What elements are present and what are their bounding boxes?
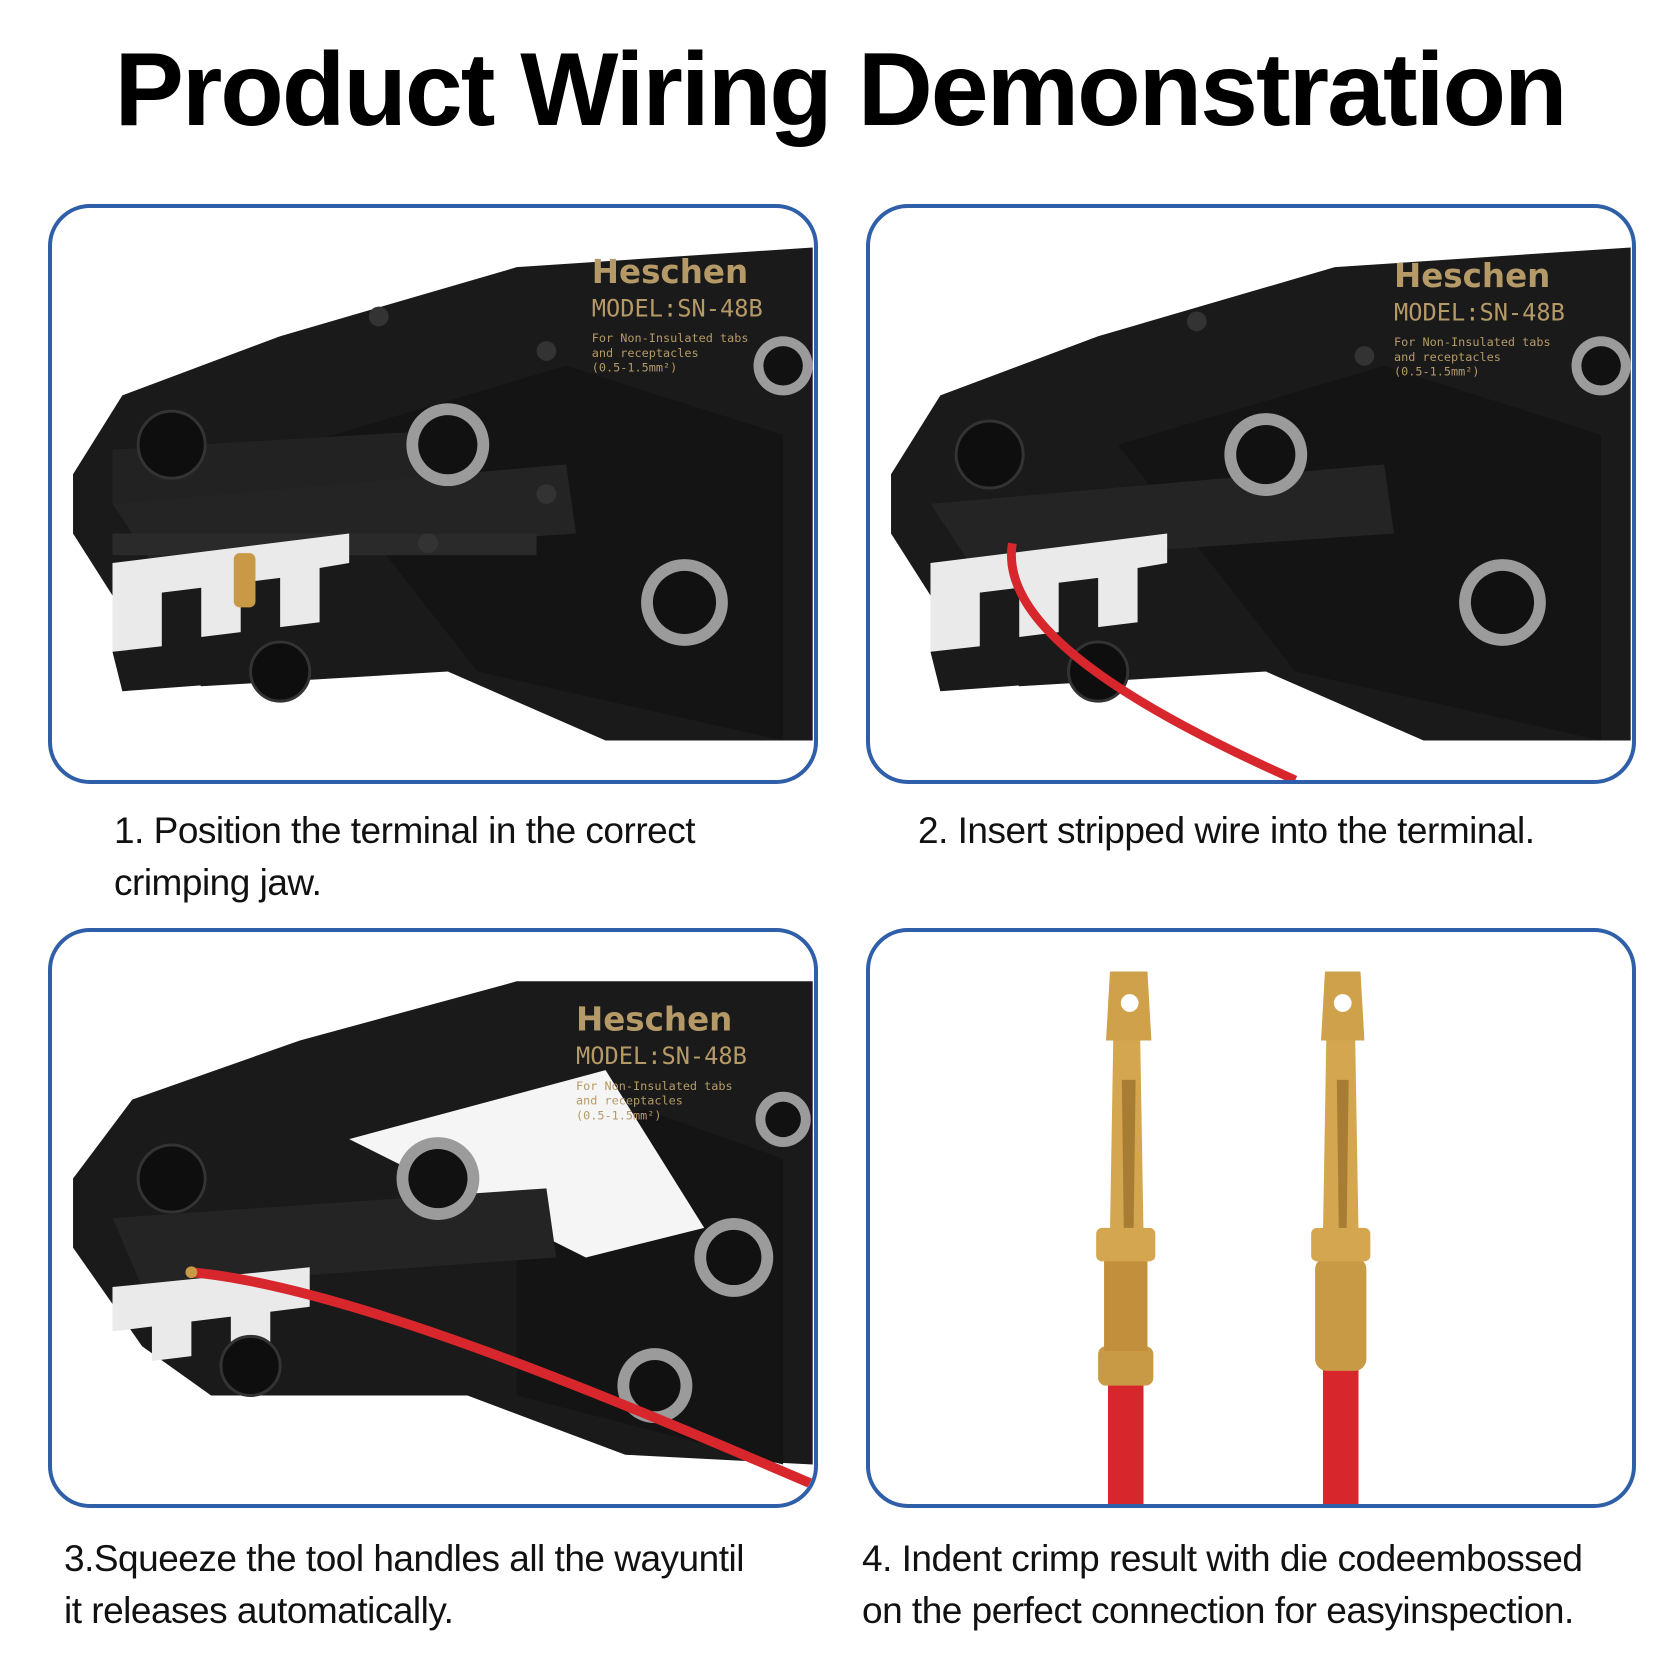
svg-text:For Non-Insulated tabs: For Non-Insulated tabs — [592, 331, 749, 345]
svg-text:(0.5-1.5mm²): (0.5-1.5mm²) — [576, 1108, 661, 1122]
svg-text:and receptacles: and receptacles — [1394, 350, 1501, 364]
svg-text:For Non-Insulated tabs: For Non-Insulated tabs — [1394, 335, 1551, 349]
model-engraving: MODEL:SN-48B — [592, 294, 763, 322]
brand-engraving: Heschen — [1394, 257, 1550, 295]
model-engraving: MODEL:SN-48B — [1394, 298, 1565, 326]
step-4-caption: 4. Indent crimp result with die codeembo… — [862, 1538, 1583, 1631]
crimper-jaw-with-wire-illustration: Heschen MODEL:SN-48B For Non-Insulated t… — [891, 247, 1631, 780]
svg-text:For Non-Insulated tabs: For Non-Insulated tabs — [576, 1079, 733, 1093]
crimper-jaw-with-terminal-illustration: Heschen MODEL:SN-48B For Non-Insulated t… — [73, 247, 813, 741]
crimped-terminals-illustration — [1096, 971, 1371, 1504]
step-4-photo — [866, 928, 1636, 1508]
brand-engraving: Heschen — [592, 253, 748, 291]
crimper-squeezing-wire-illustration: Heschen MODEL:SN-48B For Non-Insulated t… — [73, 981, 814, 1489]
brand-engraving: Heschen — [576, 1001, 732, 1039]
step-3-photo: Heschen MODEL:SN-48B For Non-Insulated t… — [48, 928, 818, 1508]
svg-text:and receptacles: and receptacles — [592, 346, 699, 360]
page-title: Product Wiring Demonstration — [114, 32, 1567, 148]
step-2-caption: 2. Insert stripped wire into the termina… — [918, 810, 1535, 851]
svg-text:and receptacles: and receptacles — [576, 1094, 683, 1108]
step-1-caption: 1. Position the terminal in the correct … — [114, 810, 696, 903]
model-engraving: MODEL:SN-48B — [576, 1042, 747, 1070]
step-2-photo: Heschen MODEL:SN-48B For Non-Insulated t… — [866, 204, 1636, 784]
svg-text:(0.5-1.5mm²): (0.5-1.5mm²) — [1394, 365, 1479, 379]
step-1-photo: Heschen MODEL:SN-48B For Non-Insulated t… — [48, 204, 818, 784]
svg-text:(0.5-1.5mm²): (0.5-1.5mm²) — [592, 361, 677, 375]
step-3-caption: 3.Squeeze the tool handles all the wayun… — [64, 1538, 744, 1631]
